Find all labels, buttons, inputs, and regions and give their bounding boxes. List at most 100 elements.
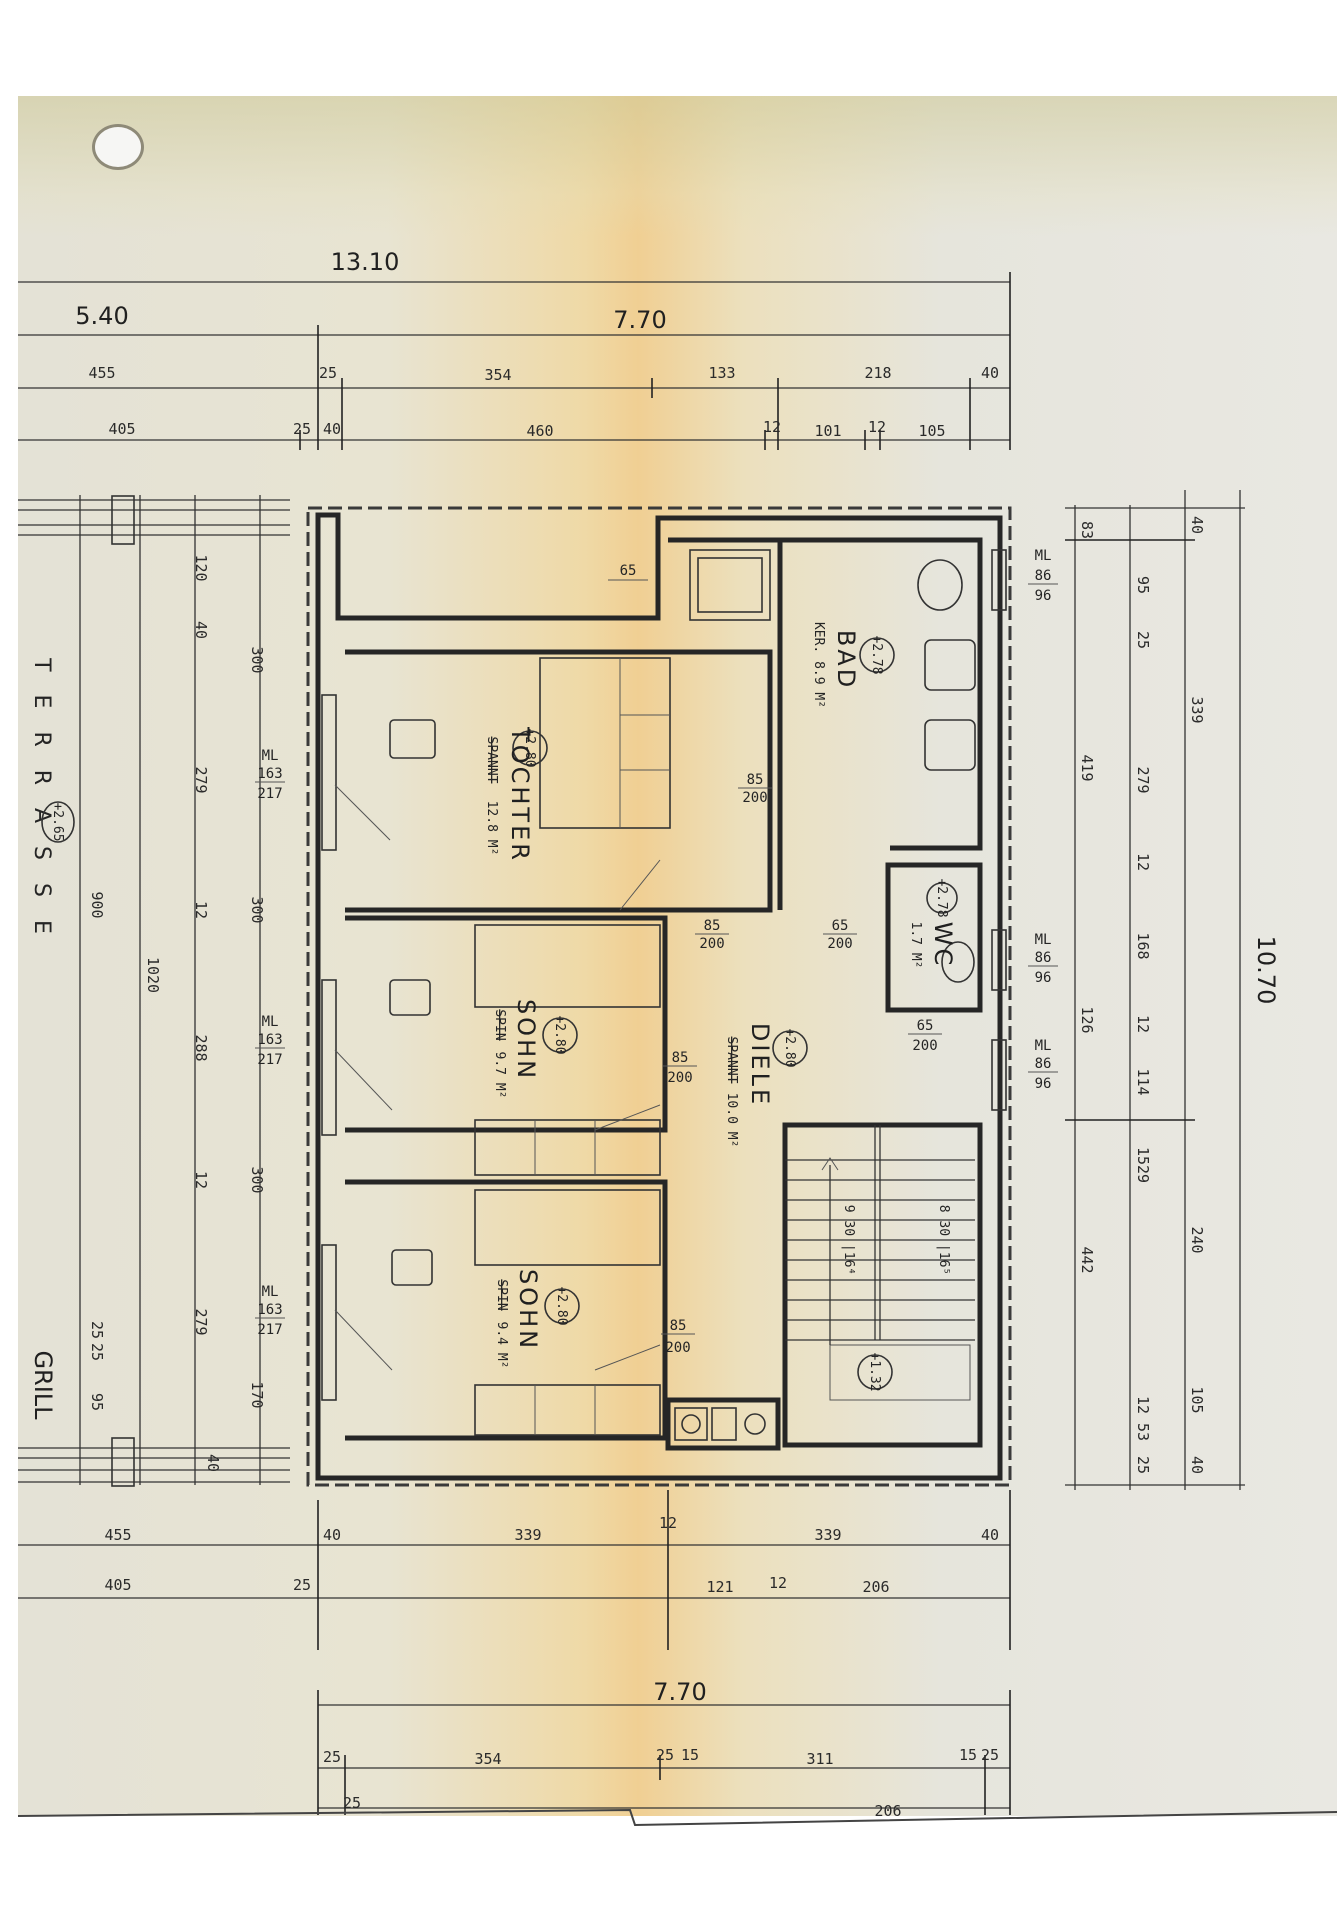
dim-bottom-r1-2: 339 bbox=[514, 1526, 541, 1544]
dim-total-width: 13.10 bbox=[331, 248, 400, 276]
dim-right-a-1: 419 bbox=[1078, 754, 1096, 781]
svg-text:+2.80: +2.80 bbox=[522, 728, 537, 767]
staircase: 9 30 |16⁴ 8 30 |16⁵ +1.32 bbox=[785, 1125, 975, 1401]
terrace-level: +2.65 bbox=[50, 802, 65, 841]
svg-text:ML: ML bbox=[1035, 548, 1052, 564]
stair-left-label: 9 30 |16⁴ bbox=[841, 1205, 856, 1275]
svg-text:+2.78: +2.78 bbox=[869, 635, 884, 674]
dim-right-a-2: 126 bbox=[1078, 1006, 1096, 1033]
dim-left-outer-total: 1020 bbox=[144, 957, 162, 993]
dim-left-part: 5.40 bbox=[75, 302, 128, 330]
dim-right-b-8: 12 bbox=[1134, 1396, 1152, 1414]
room-diele: +2.80 DIELE SPANNT 10.0 M² bbox=[724, 1023, 808, 1147]
svg-text:KER. 8.9 M²: KER. 8.9 M² bbox=[811, 622, 826, 708]
dim-right-b-4: 12 bbox=[1134, 853, 1152, 871]
dim-top-r1-1: 25 bbox=[319, 364, 337, 382]
furniture bbox=[389, 549, 976, 1441]
dim-left-b-0: 300 bbox=[248, 646, 266, 673]
svg-text:SPANNT: SPANNT bbox=[724, 1037, 739, 1084]
dim-left-a-6: 279 bbox=[192, 1308, 210, 1335]
dim-right-b-9: 53 bbox=[1134, 1423, 1152, 1441]
svg-text:+2.78: +2.78 bbox=[934, 878, 949, 917]
svg-text:9.4 M²: 9.4 M² bbox=[494, 1322, 509, 1369]
dim-bottom-r3-5: 15 bbox=[959, 1746, 977, 1764]
svg-text:85: 85 bbox=[670, 1318, 687, 1334]
svg-text:200: 200 bbox=[912, 1038, 937, 1054]
door-label-1: 85 200 bbox=[738, 772, 772, 806]
terrace-area: T E R R A S S E GRILL +2.65 bbox=[18, 495, 290, 1487]
svg-text:+2.80: +2.80 bbox=[552, 1015, 567, 1054]
dim-bottom-r3-6: 25 bbox=[981, 1746, 999, 1764]
dim-bottom-r1-5: 40 bbox=[981, 1526, 999, 1544]
dim-bottom-r1-4: 339 bbox=[814, 1526, 841, 1544]
svg-text:ML: ML bbox=[1035, 1038, 1052, 1054]
svg-text:200: 200 bbox=[665, 1340, 690, 1356]
dim-right-total: 10.70 bbox=[1252, 936, 1280, 1005]
svg-text:86: 86 bbox=[1035, 568, 1052, 584]
svg-text:200: 200 bbox=[699, 936, 724, 952]
dim-bottom-r3-4: 311 bbox=[806, 1750, 833, 1768]
dim-top-r2-5: 101 bbox=[814, 422, 841, 440]
right-dimension-chains: 10.70 83 419 126 1529 442 40 95 25 279 1… bbox=[1065, 490, 1280, 1490]
dim-bottom-r3-0: 25 bbox=[323, 1748, 341, 1766]
svg-text:217: 217 bbox=[257, 1052, 282, 1068]
dim-top-r2-3: 460 bbox=[526, 422, 553, 440]
left-dimension-chains: 1020 900 120 40 279 12 288 12 279 25 25 … bbox=[88, 554, 266, 1472]
svg-text:85: 85 bbox=[704, 918, 721, 934]
svg-text:217: 217 bbox=[257, 1322, 282, 1338]
svg-text:65: 65 bbox=[917, 1018, 934, 1034]
door-label-2: 85 200 bbox=[695, 918, 729, 952]
window-label-5: ML 86 96 bbox=[1028, 932, 1058, 986]
bottom-dimension-chains: 455 40 339 12 339 40 405 25 121 12 206 7… bbox=[18, 1490, 1011, 1820]
dim-left-a-7: 25 bbox=[88, 1321, 106, 1339]
door-label-5: 85 200 bbox=[661, 1318, 695, 1356]
dim-bottom-r2-4: 206 bbox=[862, 1578, 889, 1596]
svg-text:163: 163 bbox=[257, 1032, 282, 1048]
dim-left-b-1: 300 bbox=[248, 896, 266, 923]
dim-top-r1-2: 354 bbox=[484, 366, 511, 384]
dim-top-r2-1: 25 bbox=[293, 420, 311, 438]
terrace-label: T E R R A S S E bbox=[29, 657, 54, 942]
svg-text:200: 200 bbox=[742, 790, 767, 806]
paper-sheet bbox=[18, 96, 1337, 1816]
room-sohn-1: +2.80 SOHN SPIN 9.7 M² bbox=[492, 999, 578, 1099]
building-walls bbox=[306, 506, 1012, 1487]
svg-text:85: 85 bbox=[747, 772, 764, 788]
svg-text:ML: ML bbox=[262, 748, 279, 764]
svg-text:163: 163 bbox=[257, 1302, 282, 1318]
dim-bottom-r2-0: 405 bbox=[104, 1576, 131, 1594]
dim-right-a-4: 442 bbox=[1078, 1246, 1096, 1273]
window-label-4: ML 86 96 bbox=[1028, 548, 1058, 604]
dim-right-a-0: 83 bbox=[1078, 521, 1096, 539]
svg-text:WC: WC bbox=[929, 922, 957, 969]
dim-top-r1-4: 218 bbox=[864, 364, 891, 382]
dim-left-b-2: 300 bbox=[248, 1166, 266, 1193]
paper-bottom-edge bbox=[17, 1808, 1337, 1827]
dim-bottom-r3-2: 25 bbox=[656, 1746, 674, 1764]
svg-text:9.7 M²: 9.7 M² bbox=[492, 1052, 507, 1099]
left-windows bbox=[321, 694, 337, 1401]
dim-left-a-0: 120 bbox=[192, 554, 210, 581]
top-dimension-chains: 13.10 5.40 7.70 455 25 354 133 218 40 40… bbox=[18, 248, 1011, 450]
room-sohn-2: +2.80 SOHN SPIN 9.4 M² bbox=[494, 1269, 580, 1369]
svg-text:163: 163 bbox=[257, 766, 282, 782]
paper-fold-shading bbox=[18, 96, 1337, 236]
dim-top-r1-3: 133 bbox=[708, 364, 735, 382]
dim-right-b-10: 25 bbox=[1134, 1456, 1152, 1474]
svg-text:65: 65 bbox=[620, 563, 637, 579]
grill-label: GRILL bbox=[29, 1350, 57, 1420]
dim-top-r2-2: 40 bbox=[323, 420, 341, 438]
dim-right-c-1: 240 bbox=[1188, 1226, 1206, 1253]
svg-text:65: 65 bbox=[832, 918, 849, 934]
dim-right-b-7: 114 bbox=[1134, 1068, 1152, 1095]
svg-text:SPIN: SPIN bbox=[494, 1279, 509, 1310]
stair-level: +1.32 bbox=[867, 1352, 882, 1391]
dim-right-b-0: 40 bbox=[1188, 516, 1206, 534]
dim-left-a-3: 12 bbox=[192, 901, 210, 919]
dim-left-a-9: 95 bbox=[88, 1393, 106, 1411]
dim-bottom-r2-3: 12 bbox=[769, 1574, 787, 1592]
svg-text:SOHN: SOHN bbox=[512, 999, 540, 1081]
dim-right-c-2: 105 bbox=[1188, 1386, 1206, 1413]
dim-bottom-r3-1: 354 bbox=[474, 1750, 501, 1768]
